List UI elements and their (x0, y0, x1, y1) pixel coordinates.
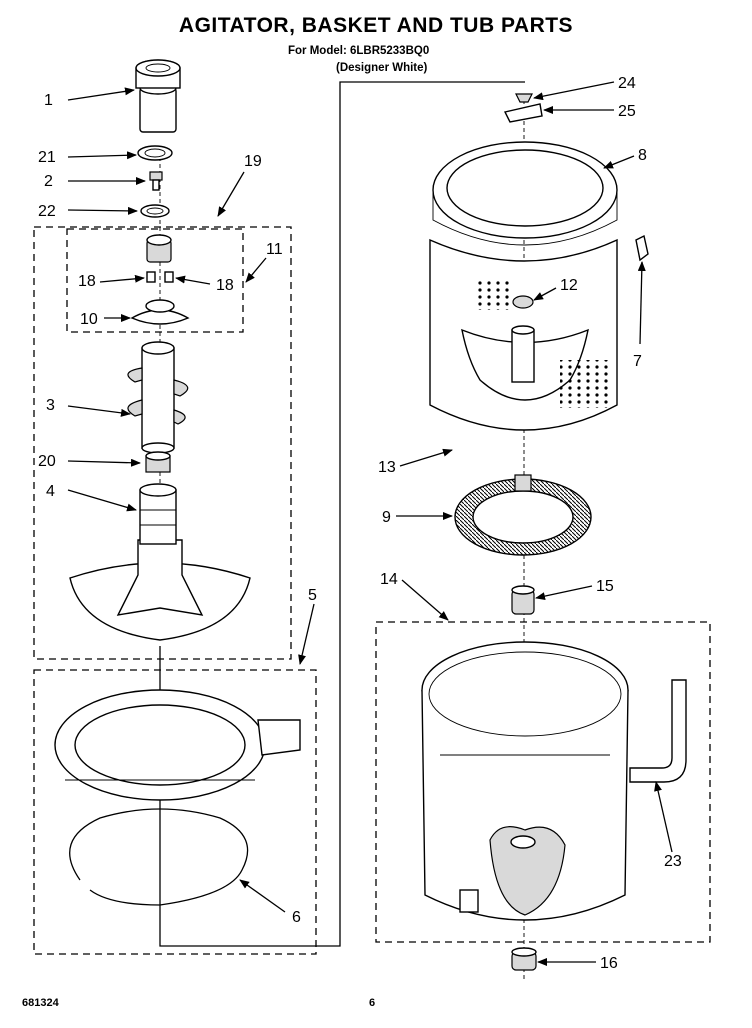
model-color: (Designer White) (336, 62, 428, 74)
callout-2: 2 (44, 173, 53, 190)
tub-ring-part (54, 689, 301, 801)
clip-part (503, 103, 543, 123)
cam-assembly-box (66, 228, 244, 333)
page-number: 6 (369, 997, 376, 1009)
side-clip-part (635, 234, 649, 262)
callout-8: 8 (638, 147, 647, 164)
callout-3: 3 (46, 397, 55, 414)
basket-part (429, 238, 618, 431)
callout-11: 11 (266, 241, 283, 258)
washer-part (140, 204, 170, 218)
callout-13: 13 (378, 459, 396, 476)
callout-14: 14 (380, 571, 398, 588)
callout-1: 1 (44, 92, 53, 109)
tie-line (159, 81, 525, 947)
diagram-title: AGITATOR, BASKET AND TUB PARTS (178, 14, 574, 37)
hub-nut-part (512, 295, 534, 309)
snap-ring-part (69, 808, 249, 906)
callout-15: 15 (596, 578, 614, 595)
callout-6: 6 (292, 909, 301, 926)
callout-24: 24 (618, 75, 636, 92)
callout-22: 22 (38, 203, 56, 220)
bolt-part (149, 171, 163, 191)
callout-25: 25 (618, 103, 636, 120)
drive-ring-part (454, 474, 592, 556)
agitator-assembly-box (33, 226, 292, 660)
cap-seal-part (137, 145, 173, 161)
callout-20: 20 (38, 453, 56, 470)
agitator-base-part (69, 483, 251, 641)
callout-16: 16 (600, 955, 618, 972)
outer-tub-part (421, 641, 629, 921)
callout-18-left: 18 (78, 273, 96, 290)
model-number: For Model: 6LBR5233BQ0 (288, 45, 430, 57)
callout-21: 21 (38, 149, 56, 166)
callout-10: 10 (80, 311, 98, 328)
leader-lines (67, 81, 673, 966)
tub-seal-part (511, 585, 535, 615)
auger-part (127, 341, 189, 454)
balance-ring-part (432, 141, 618, 246)
outer-tub-box (375, 621, 711, 943)
callout-9: 9 (382, 509, 391, 526)
callout-12: 12 (560, 277, 578, 294)
callout-19: 19 (244, 153, 262, 170)
drain-hose-part (629, 679, 687, 783)
nut-part (515, 93, 533, 103)
tub-ring-box (33, 669, 317, 955)
agitator-cap-part (135, 59, 181, 133)
callout-4: 4 (46, 483, 55, 500)
callout-23: 23 (664, 853, 682, 870)
footer-code: 681324 (22, 997, 59, 1009)
drive-bell-part (145, 451, 171, 473)
callout-5: 5 (308, 587, 317, 604)
callout-7: 7 (633, 353, 642, 370)
callout-18-right: 18 (216, 277, 234, 294)
bottom-nut-part (511, 947, 537, 971)
cam-assembly-part (130, 234, 190, 325)
